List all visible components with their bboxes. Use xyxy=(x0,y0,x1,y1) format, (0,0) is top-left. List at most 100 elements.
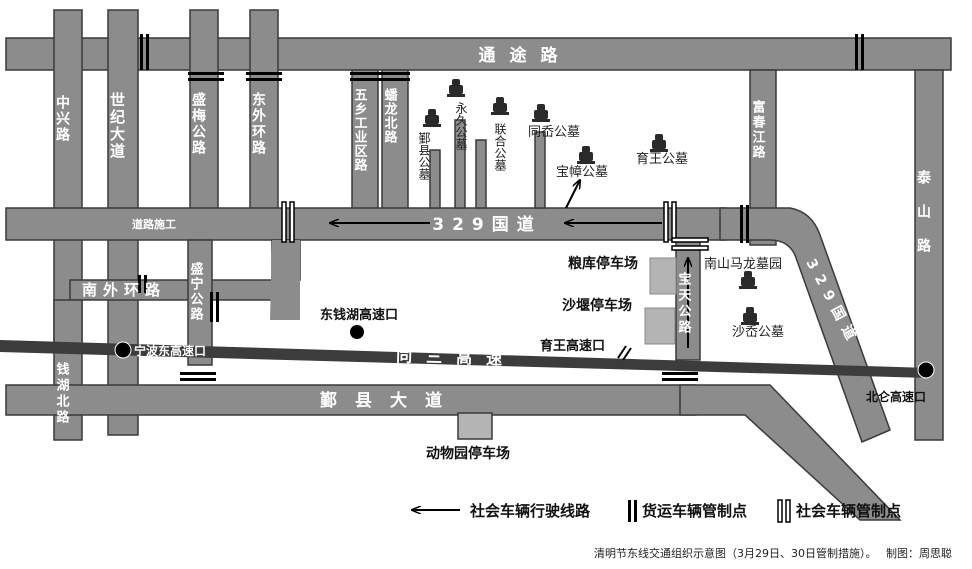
legend-route-label: 社会车辆行驶线路 xyxy=(469,502,591,520)
freight-control-point xyxy=(180,378,216,381)
label-shayan: 沙堰停车场 xyxy=(562,297,632,314)
label-yinxian-cem: 鄞县公墓 xyxy=(417,132,431,180)
label-dongwai: 东外环路 xyxy=(250,91,266,156)
freight-control-points xyxy=(138,34,864,381)
social-control-point xyxy=(663,201,669,243)
lane-yinxian-cem xyxy=(429,149,441,209)
legend-freight-label: 货运车辆管制点 xyxy=(642,502,747,520)
freight-control-point xyxy=(350,78,410,81)
freight-control-point xyxy=(246,78,282,81)
cemetery-icon xyxy=(650,134,668,152)
label-tongtu: 通途路 xyxy=(479,45,572,66)
legend-social-icon-2 xyxy=(785,499,791,523)
social-control-point xyxy=(671,237,709,243)
freight-control-point xyxy=(180,372,216,375)
label-shiji: 世纪大道 xyxy=(108,91,126,160)
cemetery-icon xyxy=(577,146,595,164)
parking-liangku xyxy=(649,257,677,295)
legend-freight-icon xyxy=(628,500,631,522)
label-shengning: 盛宁公路 xyxy=(188,261,204,322)
label-yuwang-exit: 育王高速口 xyxy=(540,338,605,354)
label-yongjiu: 永久公墓 xyxy=(454,102,468,150)
freight-control-point xyxy=(210,292,213,322)
cemetery-icon xyxy=(741,307,759,325)
label-construction: 道路施工 xyxy=(132,217,176,231)
freight-control-point xyxy=(246,72,282,75)
label-shaao: 沙岙公墓 xyxy=(732,325,784,340)
label-baotian: 宝天公路 xyxy=(676,271,692,336)
freight-control-point xyxy=(662,372,698,375)
road-nanwai-bend xyxy=(270,240,300,320)
label-taishan: 泰山路 xyxy=(915,169,932,272)
label-beilun-exit: 北仑高速口 xyxy=(866,389,926,404)
legend-freight-icon-2 xyxy=(634,500,637,522)
road-zoo-spur xyxy=(457,412,493,440)
road-shengning xyxy=(187,239,213,366)
label-baozhang: 宝幛公墓 xyxy=(556,165,608,180)
road-guodao-curve xyxy=(719,207,891,444)
label-qianhu: 钱湖北路 xyxy=(54,361,70,426)
map-caption: 清明节东线交通组织示意图（3月29日、30日管制措施）。 制图：周思聪 xyxy=(588,545,952,561)
label-yinxian: 鄞县大道 xyxy=(320,390,460,411)
freight-control-point xyxy=(144,275,147,293)
road-yinxian xyxy=(5,384,697,416)
social-control-point xyxy=(281,201,287,243)
road-wuxiang xyxy=(351,69,379,211)
exit-dot-beilun xyxy=(917,361,935,379)
freight-control-point xyxy=(861,34,864,70)
lane-yongjiu xyxy=(454,119,466,209)
label-tongsan: 同三高速 xyxy=(396,346,517,369)
label-fuchun: 富春江路 xyxy=(750,99,767,160)
cemetery-icon xyxy=(532,104,550,122)
freight-control-point xyxy=(146,34,149,70)
lane-tongao xyxy=(534,131,546,209)
social-control-point xyxy=(671,245,709,251)
label-panlong: 蟠龙北路 xyxy=(382,87,398,144)
social-control-point xyxy=(289,201,295,243)
cemetery-icon xyxy=(447,79,465,97)
freight-control-point xyxy=(746,205,749,243)
label-tongao: 同岙公墓 xyxy=(528,125,580,140)
label-liangku: 粮库停车场 xyxy=(568,255,638,272)
label-yuwang: 育王公墓 xyxy=(636,151,688,167)
label-qianhu-exit: 东钱湖高速口 xyxy=(320,307,398,323)
route-arrow-baozhang xyxy=(565,180,580,209)
cemetery-icon xyxy=(739,271,757,289)
lane-lianhe xyxy=(475,139,487,209)
freight-control-point xyxy=(855,34,858,70)
yuwang-exit-mark xyxy=(617,345,632,361)
freight-control-point xyxy=(740,205,743,243)
legend-social-label: 社会车辆管制点 xyxy=(795,502,901,520)
caption-credit: 制图：周思聪 xyxy=(886,547,952,560)
freight-control-point xyxy=(188,78,224,81)
road-tongsan xyxy=(0,340,930,378)
cemetery-icon xyxy=(491,97,509,115)
label-zoo: 动物园停车场 xyxy=(426,445,510,462)
freight-control-point xyxy=(662,378,698,381)
freight-control-point xyxy=(188,72,224,75)
road-taishan xyxy=(914,69,944,441)
label-zhongxing: 中兴路 xyxy=(54,94,70,143)
label-lianhe: 联合公墓 xyxy=(493,123,507,171)
label-shengmei: 盛梅公路 xyxy=(190,91,206,156)
freight-control-point xyxy=(138,275,141,293)
social-control-points xyxy=(281,201,709,251)
social-control-point xyxy=(671,201,677,243)
road-qianhu xyxy=(53,299,83,441)
freight-control-point xyxy=(216,292,219,322)
cemetery-icons xyxy=(423,79,759,325)
label-nanwai: 南外环路 xyxy=(82,281,166,299)
parking-shayan xyxy=(644,307,676,345)
label-ningbo-exit: 宁波东高速口 xyxy=(134,343,206,358)
legend-social-icon xyxy=(777,499,783,523)
freight-control-point xyxy=(140,34,143,70)
exit-dot-ningbo xyxy=(114,341,132,359)
label-guodao: 329国道 xyxy=(432,214,542,235)
label-nanshan: 南山马龙墓园 xyxy=(704,256,782,272)
label-wuxiang: 五乡工业区路 xyxy=(352,88,368,172)
road-network xyxy=(5,9,952,521)
road-yinxian-diag xyxy=(679,384,902,521)
exit-dot-qianhu xyxy=(350,325,364,339)
cemetery-icon xyxy=(423,109,441,127)
